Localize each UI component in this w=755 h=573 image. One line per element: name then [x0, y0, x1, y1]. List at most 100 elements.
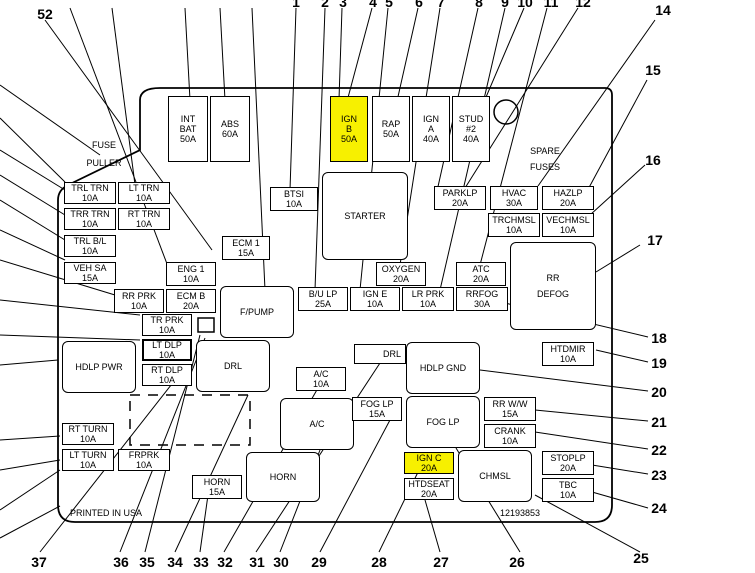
fuse-label: OXYGEN: [381, 264, 421, 274]
printed-in-usa: PRINTED IN USA: [70, 508, 143, 518]
fuse-rating: 20A: [420, 463, 437, 473]
fuse-label: HORN: [203, 477, 231, 487]
fuse-label: IGN: [340, 114, 357, 124]
relay-label: HDLP PWR: [75, 362, 123, 372]
callout-37: 37: [31, 554, 47, 570]
fuse-rating: 15A: [208, 487, 225, 497]
callout-25: 25: [633, 550, 649, 566]
callout-36: 36: [113, 554, 129, 570]
fuse-rating: 10A: [81, 193, 98, 203]
fuse-label: TR PRK: [150, 315, 184, 325]
spare-fuses-text: SPARE: [530, 146, 560, 156]
fuse-rating: 40A: [462, 134, 479, 144]
callout-10: 10: [517, 0, 533, 10]
fuse-label: FOG LP: [360, 399, 394, 409]
relay-label: HORN: [269, 472, 297, 482]
fuse-label: LR PRK: [411, 289, 445, 299]
callout-14: 14: [655, 2, 671, 18]
fuse-rating: 15A: [237, 248, 254, 258]
callout-22: 22: [651, 442, 667, 458]
fuse-label: FRPRK: [128, 450, 160, 460]
fuse-puller-text: FUSE: [91, 140, 116, 150]
callout-24: 24: [651, 500, 667, 516]
fuse-label: RR W/W: [492, 399, 528, 409]
fuse-label: RT TURN: [68, 424, 108, 434]
fuse-rating: 10A: [559, 225, 576, 235]
fuse-rating: 40A: [422, 134, 439, 144]
part-number: 12193853: [500, 508, 541, 518]
fuse-rating: 20A: [420, 489, 437, 499]
fuse-rating: 10A: [366, 299, 383, 309]
callout-31: 31: [249, 554, 265, 570]
relay-fpump: F/PUMP: [220, 286, 294, 338]
fuse-label: ECM B: [176, 291, 206, 301]
callout-12: 12: [575, 0, 591, 10]
fuse-rating: 15A: [501, 409, 518, 419]
callout-9: 9: [501, 0, 509, 10]
callout-28: 28: [371, 554, 387, 570]
callout-7: 7: [437, 0, 445, 10]
callout-32: 32: [217, 554, 233, 570]
fuse-rating: 10A: [79, 460, 96, 470]
fuse-rating: 50A: [340, 134, 357, 144]
fuse-label: ECM 1: [232, 238, 260, 248]
fuse-label: RRFOG: [465, 289, 499, 299]
fuse-label: CRANK: [494, 426, 526, 436]
callout-4: 4: [369, 0, 377, 10]
relay-label: STARTER: [344, 211, 386, 221]
fuse-label: TBC: [559, 480, 577, 490]
fuse-rating: 10A: [158, 350, 175, 360]
fuse-label: LT TURN: [69, 450, 107, 460]
fuse-label: B/U LP: [308, 289, 338, 299]
fuse-label: HVAC: [501, 188, 527, 198]
fuse-rating: 20A: [559, 463, 576, 473]
relay-fog-lp: FOG LP: [406, 396, 480, 448]
fuse-rating: 20A: [472, 274, 489, 284]
callout-26: 26: [509, 554, 525, 570]
fuse-label: BTSI: [283, 189, 304, 199]
fuse-label: STUD: [458, 114, 484, 124]
fuse-label: RT TRN: [127, 209, 161, 219]
callout-16: 16: [645, 152, 661, 168]
fuse-puller-text: PULLER: [86, 158, 122, 168]
fuse-label: ABS: [220, 119, 239, 129]
fuse-rating: 10A: [81, 219, 98, 229]
fuse-rating: 10A: [158, 325, 175, 335]
fuse-rating: 10A: [135, 193, 152, 203]
fuse-rating: 10A: [559, 354, 576, 364]
fuse-label: TRR TRN: [70, 209, 110, 219]
fuse-rating: 25A: [314, 299, 331, 309]
callout-17: 17: [647, 232, 663, 248]
fuse-rating: 20A: [451, 198, 468, 208]
relay-label: HDLP GND: [419, 363, 467, 373]
diode-drl: DRL: [354, 344, 406, 364]
relay-label: A/C: [309, 419, 325, 429]
fuse-rating: 50A: [179, 134, 196, 144]
fuse-label: #2: [465, 124, 476, 134]
relay-chmsl: CHMSL: [458, 450, 532, 502]
